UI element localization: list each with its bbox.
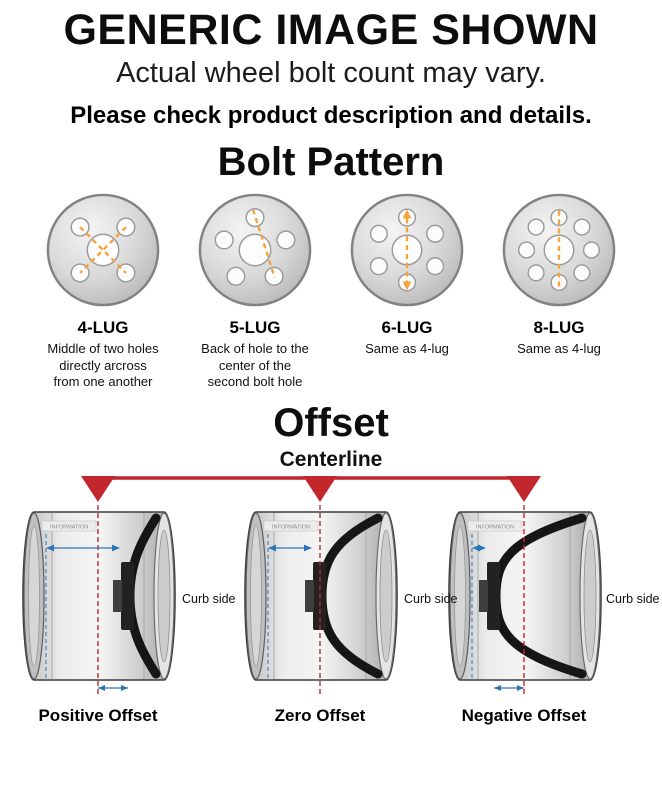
lug-description: Middle of two holes directly arcross fro… [47,341,159,390]
lug-diagram-6-icon [350,193,464,307]
lug-diagram-5-icon [198,193,312,307]
hub [121,561,134,630]
watermark-text: INFORMATION [272,524,310,530]
subtitle: Actual wheel bolt count may vary. [116,57,546,89]
lug-item-5: 5-LUG Back of hole to the center of the … [179,191,331,391]
curb-side-label: Curb side [404,591,458,606]
lug-item-8: 8-LUG Same as 4-lug [483,191,635,391]
curb-side-label: Curb side [182,591,236,606]
centerline-marker-icon [81,475,115,502]
lug-label: 8-LUG [533,318,585,337]
lug-diagram-4-icon [46,193,160,307]
offset-title: Offset [273,400,389,445]
offset-arrow-icon [494,684,501,691]
curb-side-label: Curb side [606,591,660,606]
centerline-marker-icon [303,475,337,502]
lug-label: 4-LUG [77,318,129,337]
wheel-cross-section-negative: INFORMATION [448,504,602,694]
lug-label: 5-LUG [229,318,281,337]
wheel-cross-section-zero: INFORMATION [244,504,398,694]
offset-label-negative: Negative Offset [461,705,587,725]
note-text: Please check product description and det… [70,102,592,129]
lug-item-6: 6-LUG Same as 4-lug [331,191,483,391]
watermark-text: INFORMATION [476,524,514,530]
centerline-line [81,475,541,502]
hub [487,561,500,630]
lug-description: Back of hole to the center of the second… [201,341,309,390]
offset-label-positive: Positive Offset [38,705,158,725]
lug-description: Same as 4-lug [517,341,601,356]
wheel-cross-section-positive: INFORMATION [22,504,176,694]
offset-label-zero: Zero Offset [274,705,366,725]
main-title: GENERIC IMAGE SHOWN [63,6,599,54]
lug-description: Same as 4-lug [365,341,449,356]
lug-label: 6-LUG [381,318,433,337]
bolt-pattern-title: Bolt Pattern [217,140,445,184]
centerline-marker-icon [507,475,541,502]
lug-item-4: 4-LUG Middle of two holes directly arcro… [27,191,179,391]
backspacing-arrow-icon [268,544,276,552]
offset-diagram: INFORMATION [0,472,662,738]
offset-arrow-icon [98,684,105,691]
lug-diagram-8-icon [502,193,616,307]
centerline-label: Centerline [279,447,383,471]
backspacing-arrow-icon [46,544,54,552]
bolt-pattern-row: 4-LUG Middle of two holes directly arcro… [0,191,662,391]
watermark-text: INFORMATION [50,524,88,530]
